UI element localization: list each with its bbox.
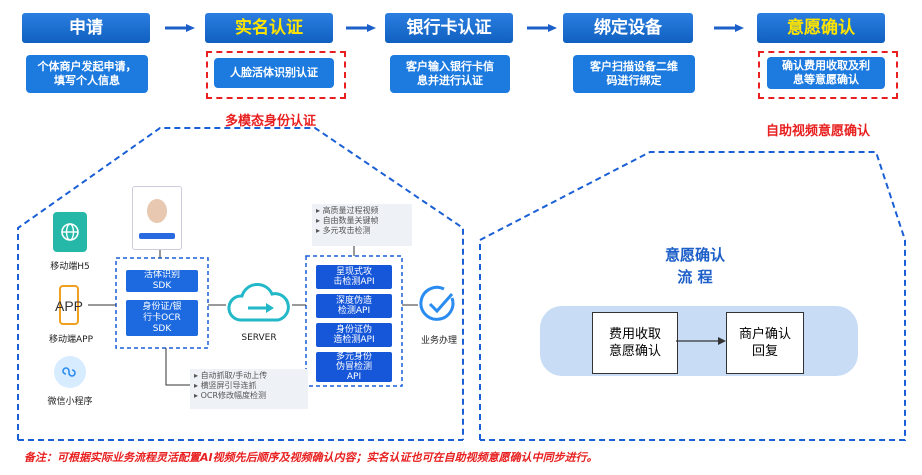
desc-willingness: 确认费用收取及利 息等意愿确认: [767, 57, 885, 89]
step-bind-device: 绑定设备: [563, 13, 693, 43]
realname-highlight: [206, 51, 346, 99]
face-icon: [147, 199, 167, 223]
desc-bankcard: 客户输入银行卡信 息并进行认证: [390, 55, 510, 93]
desc-apply: 个体商户发起申请， 填写个人信息: [26, 55, 148, 93]
api-identity-impersonation: 多元身份 伪冒检测 API: [316, 352, 392, 382]
note-item: ▸ 高质量过程视频: [316, 206, 379, 215]
sdk-ocr: 身份证/银 行卡OCR SDK: [126, 300, 198, 336]
arrow-right-icon: [346, 24, 376, 32]
globe-icon: [53, 212, 87, 252]
note-item: ▸ 自动抓取/手动上传: [194, 371, 268, 380]
client-label-app: 移动端APP: [48, 335, 93, 345]
step-willingness: 意愿确认: [757, 13, 885, 43]
desc-bind-device: 客户扫描设备二维 码进行绑定: [573, 55, 695, 93]
flow-title: 意愿确认 流 程: [664, 246, 725, 286]
top-notes: ▸ 高质量过程视频 ▸ 自由数量关键帧 ▸ 多元攻击检测: [312, 204, 412, 246]
server-label: SERVER: [241, 333, 277, 343]
note-item: ▸ 自由数量关键帧: [316, 216, 379, 225]
server-cloud-icon: [224, 282, 294, 326]
app-icon: APP: [48, 284, 90, 326]
arrow-right-icon: [527, 24, 557, 32]
step-bankcard: 银行卡认证: [385, 13, 513, 43]
left-section-title: 多模态身份认证: [225, 114, 317, 129]
flow-box-merchant: 商户确认 回复: [726, 312, 804, 374]
api-presentation-attack: 呈现式攻 击检测API: [316, 265, 392, 289]
step-apply: 申请: [22, 13, 150, 43]
sdk-liveness: 活体识别 SDK: [126, 270, 198, 292]
arrow-right-icon: [676, 337, 726, 345]
flow-box-fee: 费用收取 意愿确认: [592, 312, 678, 374]
svg-text:APP: APP: [55, 298, 83, 314]
check-circle-icon: [418, 284, 458, 324]
note-item: ▸ OCR修改幅度检测: [194, 391, 267, 400]
arrow-right-icon: [714, 24, 744, 32]
desc-realname: 人脸活体识别认证: [214, 58, 334, 88]
right-section-title: 自助视频意愿确认: [766, 124, 871, 139]
client-label-miniprogram: 微信小程序: [47, 397, 93, 407]
note-item: ▸ 横竖屏引导连抓: [194, 381, 257, 390]
step-realname: 实名认证: [205, 13, 333, 43]
api-idcard-forgery: 身份证伪 造检测API: [316, 323, 392, 347]
mini-program-icon: [54, 356, 86, 388]
client-label-h5: 移动端H5: [50, 262, 90, 272]
willingness-highlight: [758, 51, 898, 99]
phone-mockup: [132, 186, 182, 250]
api-deepfake: 深度伪造 检测API: [316, 294, 392, 318]
note-item: ▸ 多元攻击检测: [316, 226, 371, 235]
bottom-notes: ▸ 自动抓取/手动上传 ▸ 横竖屏引导连抓 ▸ OCR修改幅度检测: [190, 369, 308, 409]
business-label: 业务办理: [420, 336, 457, 346]
arrow-right-icon: [165, 24, 195, 32]
footer-note: 备注：可根据实际业务流程灵活配置AI视频先后顺序及视频确认内容；实名认证也可在自…: [24, 451, 598, 464]
